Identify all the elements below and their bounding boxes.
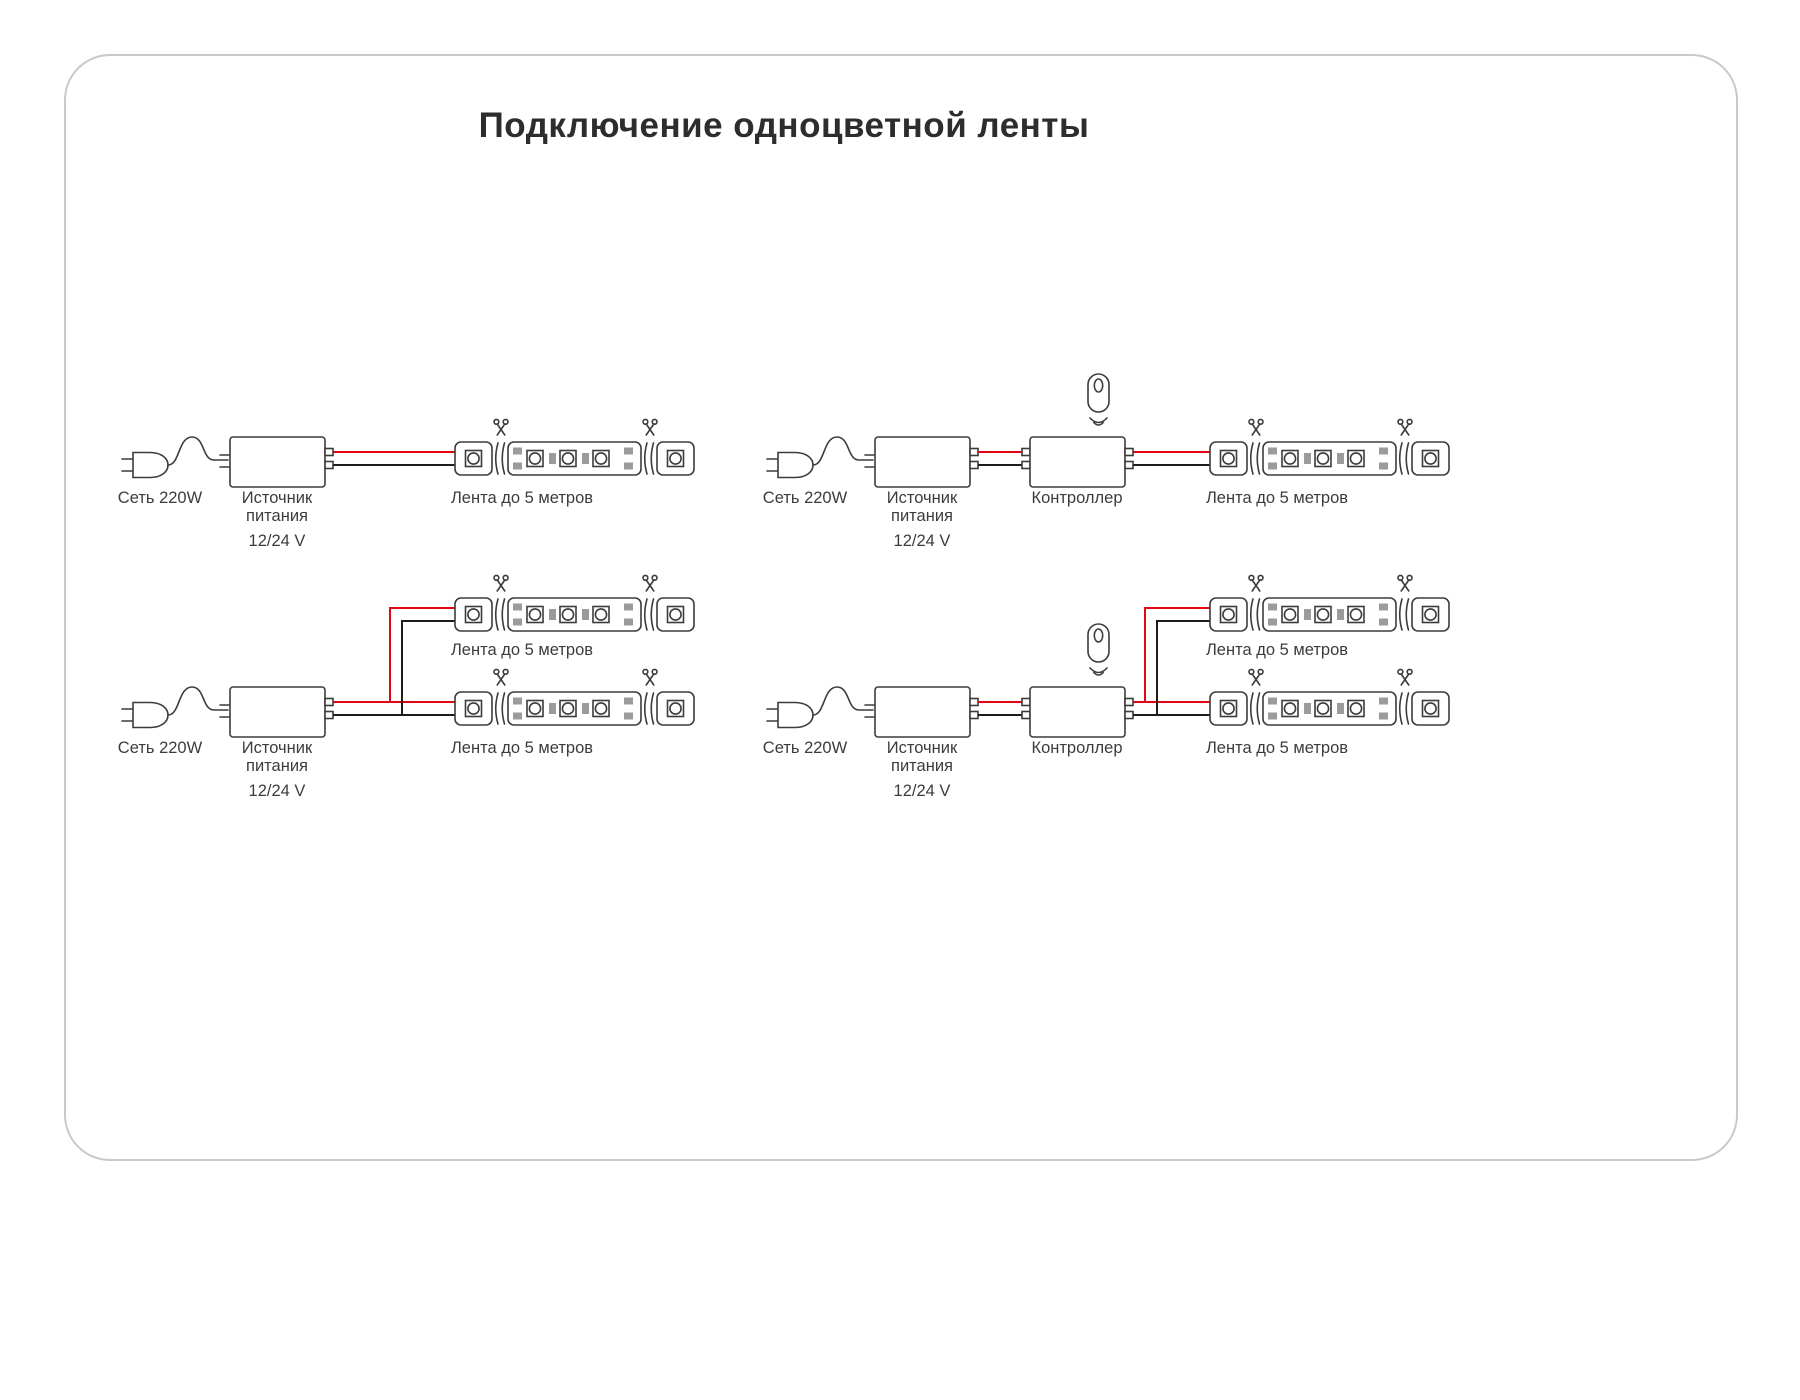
page-border	[64, 54, 1738, 1161]
psu-label-line2: питания	[891, 507, 953, 525]
controller-box	[1021, 686, 1134, 738]
mains-label: Сеть 220W	[763, 489, 848, 507]
plug-icon	[121, 701, 169, 729]
wire-black	[1133, 620, 1210, 716]
led-strip-bottom	[1210, 669, 1449, 725]
strip-label: Лента до 5 метров	[1206, 489, 1348, 507]
plug-icon	[121, 451, 169, 479]
diagram-single-strip: Сеть 220W Источник питания 12/24 V Лента…	[118, 419, 694, 550]
remote-control-icon	[1087, 623, 1110, 676]
mains-cable	[167, 686, 229, 716]
remote-control-icon	[1087, 373, 1110, 426]
page-title: Подключение одноцветной ленты	[479, 106, 1090, 145]
strip-label-bottom: Лента до 5 метров	[1206, 739, 1348, 757]
led-strip-top	[455, 575, 694, 631]
strip-label: Лента до 5 метров	[451, 489, 593, 507]
mains-label: Сеть 220W	[763, 739, 848, 757]
diagram-single-strip-controller: Сеть 220W Источник питания 12/24 V Контр…	[763, 373, 1449, 550]
wire-red	[1133, 607, 1210, 703]
controller-label: Контроллер	[1031, 739, 1122, 757]
led-strip-bottom	[455, 669, 694, 725]
mains-label: Сеть 220W	[118, 489, 203, 507]
plug-icon	[766, 451, 814, 479]
led-strip	[455, 419, 694, 475]
wire-red	[333, 607, 455, 703]
diagram-dual-strip: Лента до 5 метров Сеть 220W Источник пит…	[118, 575, 694, 800]
psu-voltage-label: 12/24 V	[894, 532, 951, 550]
led-strip	[1210, 419, 1449, 475]
controller-label: Контроллер	[1031, 489, 1122, 507]
controller-box	[1021, 436, 1134, 488]
power-supply-box	[219, 686, 334, 738]
wire-black	[333, 620, 455, 716]
psu-label-line1: Источник	[242, 739, 313, 757]
mains-label: Сеть 220W	[118, 739, 203, 757]
power-supply-box	[864, 436, 979, 488]
mains-cable	[812, 436, 874, 466]
psu-label-line2: питания	[891, 757, 953, 775]
mains-cable	[812, 686, 874, 716]
psu-voltage-label: 12/24 V	[894, 782, 951, 800]
psu-voltage-label: 12/24 V	[249, 782, 306, 800]
psu-voltage-label: 12/24 V	[249, 532, 306, 550]
led-strip-top	[1210, 575, 1449, 631]
psu-label-line2: питания	[246, 757, 308, 775]
diagram-dual-strip-controller: Лента до 5 метров Сеть 220W Источник пит…	[763, 575, 1449, 800]
mains-cable	[167, 436, 229, 466]
strip-label-top: Лента до 5 метров	[451, 641, 593, 659]
strip-label-top: Лента до 5 метров	[1206, 641, 1348, 659]
power-supply-box	[219, 436, 334, 488]
psu-label-line2: питания	[246, 507, 308, 525]
psu-label-line1: Источник	[887, 489, 958, 507]
psu-label-line1: Источник	[887, 739, 958, 757]
power-supply-box	[864, 686, 979, 738]
strip-label-bottom: Лента до 5 метров	[451, 739, 593, 757]
plug-icon	[766, 701, 814, 729]
psu-label-line1: Источник	[242, 489, 313, 507]
